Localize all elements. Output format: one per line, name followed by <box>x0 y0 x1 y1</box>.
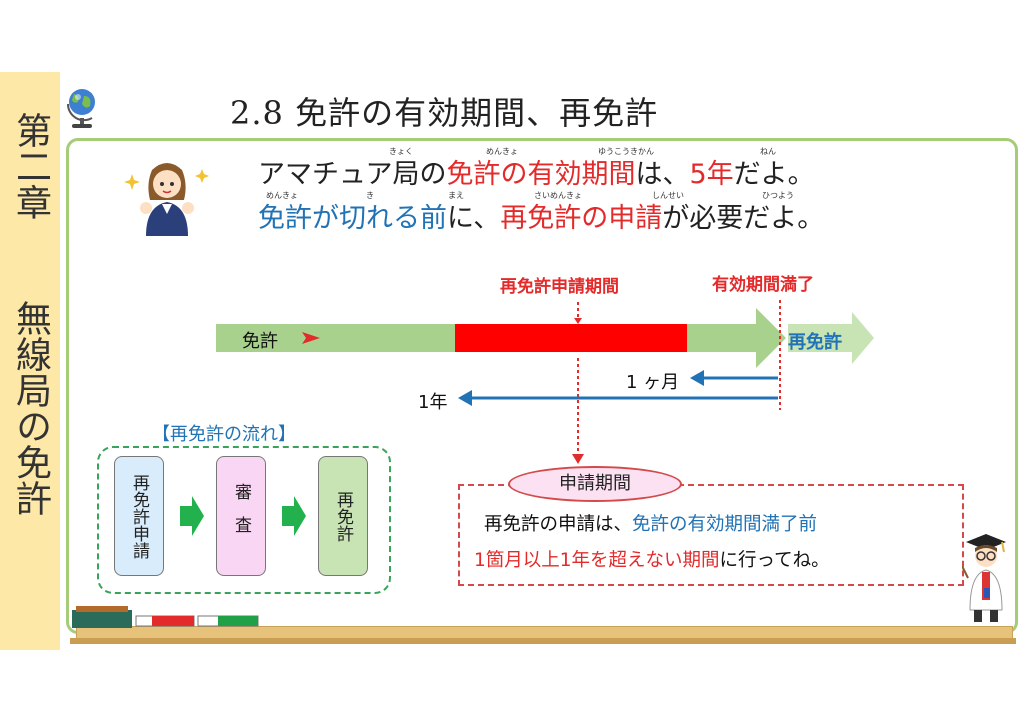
chapter-sidebar-text: 第二章 無線局の免許 <box>8 104 52 528</box>
professor-illustration <box>962 534 1006 622</box>
period-link-head <box>572 454 584 464</box>
renewal-arrow-head <box>852 312 874 364</box>
one-month-arrow-head <box>690 370 704 386</box>
speech-emphasis: 免許の有効期間 <box>446 159 636 190</box>
period-text: 再免許の申請は、 <box>484 514 633 535</box>
ruby-nen: ねん <box>760 147 776 156</box>
one-year-arrow-head <box>458 390 472 406</box>
girl-illustration <box>124 163 209 236</box>
ruby-menkyo: めんきょ <box>486 147 518 156</box>
flow-step-renewal: 再免許 <box>318 456 368 576</box>
one-year-label: 1年 <box>418 392 448 413</box>
one-month-label: 1 ヶ月 <box>626 372 680 393</box>
speech-text: が必要だよ。 <box>662 203 825 234</box>
speech-text: は、 <box>635 159 690 190</box>
ruby-saimenkyo: さいめんきょ <box>534 191 582 200</box>
speech-text: だよ。 <box>733 159 815 190</box>
renewal-bar <box>788 324 852 352</box>
speech-line-1: アマチュア局の免許の有効期間は、5年だよ。 <box>258 152 815 191</box>
flow-step-review: 審査 <box>216 456 266 576</box>
period-line-2: 1箇月以上1年を超えない期間に行ってね。 <box>474 546 830 572</box>
ruby-hitsuyou: ひつよう <box>762 191 794 200</box>
ruby-yuukoukikan: ゆうこうきかん <box>598 147 654 156</box>
apply-period-bar <box>455 324 687 352</box>
flow-step-label: 再免許 <box>333 490 353 542</box>
chapter-sidebar <box>0 72 60 650</box>
page-title: 2.8 免許の有効期間、再免許 <box>230 94 659 132</box>
expiry-label: 有効期間満了 <box>712 275 814 295</box>
apply-indicator-head <box>574 318 582 324</box>
speech-emphasis: 免許が切れる前 <box>258 203 447 234</box>
ruby-menkyo-2: めんきょ <box>266 191 298 200</box>
period-line-1: 再免許の申請は、免許の有効期間満了前 <box>484 510 817 536</box>
shelf-front <box>70 638 1016 644</box>
speech-text: に、 <box>447 203 501 234</box>
application-period-box <box>458 484 964 586</box>
speech-text: アマチュア局の <box>258 159 447 190</box>
chapter-label: 第二章 <box>10 112 51 220</box>
flow-box <box>97 446 391 594</box>
period-emphasis: 免許の有効期間満了前 <box>632 514 818 535</box>
section-label: 無線局の免許 <box>10 300 51 516</box>
red-pointer-icon <box>302 332 320 344</box>
flow-step-label: 審査 <box>231 483 251 549</box>
apply-period-label: 再免許申請期間 <box>500 277 619 297</box>
books-decoration <box>72 606 259 628</box>
renewal-label: 再免許 <box>788 332 842 353</box>
ruby-ki: き <box>366 191 374 200</box>
ruby-kyoku: きょく <box>389 147 413 156</box>
ruby-shinsei: しんせい <box>652 191 684 200</box>
flow-step-label: 再免許申請 <box>129 473 149 559</box>
license-label: 免許 <box>242 331 278 352</box>
period-emphasis: 1箇月以上1年を超えない期間 <box>474 550 720 571</box>
license-arrow-head <box>756 308 786 368</box>
license-timeline <box>216 298 874 464</box>
speech-emphasis: 5年 <box>689 159 734 190</box>
flow-arrow-icon <box>180 496 204 536</box>
globe-icon <box>66 89 95 128</box>
application-period-pill: 申請期間 <box>508 466 682 502</box>
flow-title: 【再免許の流れ】 <box>152 424 296 445</box>
flow-step-apply: 再免許申請 <box>114 456 164 576</box>
flow-arrow-icon <box>282 496 306 536</box>
ruby-mae: まえ <box>448 191 464 200</box>
speech-line-2: 免許が切れる前に、再免許の申請が必要だよ。 <box>258 196 824 235</box>
period-text: に行ってね。 <box>719 550 830 571</box>
speech-emphasis: 再免許の申請 <box>500 203 663 234</box>
